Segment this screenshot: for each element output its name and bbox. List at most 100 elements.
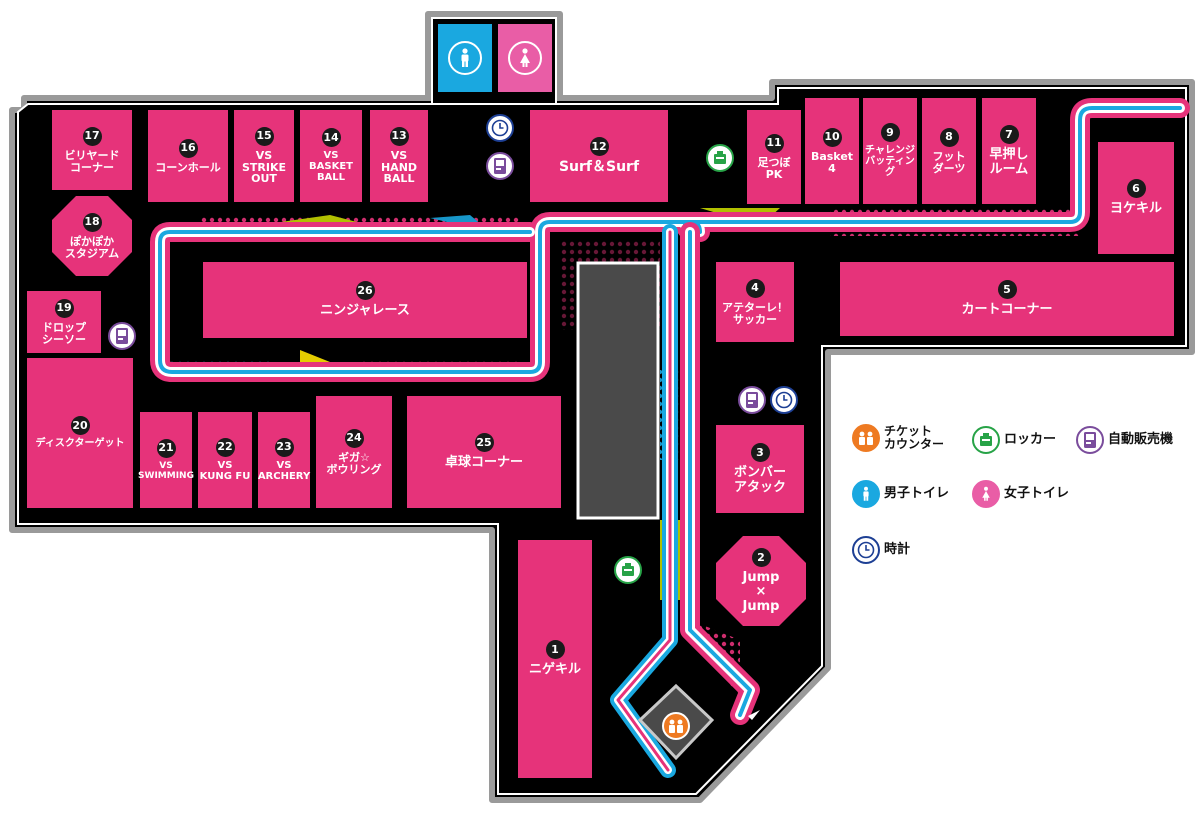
- zone-number: 5: [997, 280, 1017, 300]
- zone-3[interactable]: 3 ボンバー アタック: [716, 425, 804, 513]
- zone-number: 17: [82, 126, 102, 146]
- zone-15[interactable]: 15 VS STRIKE OUT: [234, 110, 294, 202]
- zone-label: コーンホール: [155, 160, 221, 174]
- zone-label: VS STRIKE OUT: [241, 148, 287, 186]
- zone-number: 14: [321, 128, 341, 148]
- legend-label: 女子トイレ: [1004, 485, 1070, 501]
- zone-label: アテターレ！ サッカー: [722, 300, 788, 326]
- zone-number: 9: [880, 123, 900, 143]
- male-restroom-icon: [852, 480, 880, 508]
- zone-number: 19: [54, 298, 74, 318]
- entrance-arrow: [748, 710, 760, 720]
- zone-number: 24: [344, 428, 364, 448]
- zone-26[interactable]: 26 ニンジャレース: [203, 262, 527, 338]
- zone-label: VS KUNG FU: [199, 459, 251, 482]
- racetrack: [150, 98, 1190, 778]
- zone-number: 1: [545, 640, 565, 660]
- zone-number: 22: [215, 437, 235, 457]
- zone-label: ぽかぽか スタジアム: [64, 234, 120, 260]
- zone-4[interactable]: 4 アテターレ！ サッカー: [716, 262, 794, 342]
- zone-label: 卓球コーナー: [444, 455, 523, 471]
- zone-14[interactable]: 14 VS BASKET BALL: [300, 110, 362, 202]
- zone-5[interactable]: 5 カートコーナー: [840, 262, 1174, 336]
- zone-20[interactable]: 20 ディスクターゲット: [27, 358, 133, 508]
- zone-label: VS HAND BALL: [380, 148, 418, 186]
- zone-label: チャレンジ バッティング: [865, 145, 915, 178]
- zone-10[interactable]: 10 Basket 4: [805, 98, 859, 204]
- zone-label: Jump × Jump: [742, 570, 780, 614]
- zone-22[interactable]: 22 VS KUNG FU: [198, 412, 252, 508]
- zone-number: 15: [254, 126, 274, 146]
- zone-13[interactable]: 13 VS HAND BALL: [370, 110, 428, 202]
- zone-number: 23: [274, 437, 294, 457]
- zone-21[interactable]: 21 VS SWIMMING: [138, 412, 194, 508]
- zone-1[interactable]: 1 ニゲキル: [518, 540, 592, 778]
- zone-16[interactable]: 16 コーンホール: [148, 110, 228, 202]
- ticket-counter-icon: [662, 712, 690, 740]
- zone-18[interactable]: 18 ぽかぽか スタジアム: [52, 196, 132, 276]
- zone-number: 12: [589, 136, 609, 156]
- zone-label: VS ARCHERY: [257, 459, 311, 482]
- vending-machine-icon: [1076, 426, 1104, 454]
- center-structure: [576, 261, 660, 520]
- legend-label: 男子トイレ: [884, 485, 950, 501]
- zone-number: 21: [156, 438, 176, 458]
- zone-24[interactable]: 24 ギガ☆ ボウリング: [316, 396, 392, 508]
- zone-8[interactable]: 8 フット ダーツ: [922, 98, 976, 204]
- zone-number: 8: [939, 127, 959, 147]
- zone-number: 2: [751, 548, 771, 568]
- clock-icon: [770, 386, 798, 414]
- zone-label: 早押し ルーム: [989, 147, 1029, 177]
- vending-machine-icon: [738, 386, 766, 414]
- zone-label: ドロップ シーソー: [42, 320, 86, 346]
- ticket-counter-icon: [852, 424, 880, 452]
- zone-number: 26: [355, 281, 375, 301]
- legend-locker: ロッカー: [972, 426, 1056, 454]
- zone-number: 7: [999, 125, 1019, 145]
- zone-23[interactable]: 23 VS ARCHERY: [258, 412, 310, 508]
- zone-number: 10: [822, 127, 842, 147]
- legend-label: 自動販売機: [1108, 431, 1174, 447]
- zone-number: 18: [82, 212, 102, 232]
- zone-number: 25: [474, 433, 494, 453]
- male-restroom-icon: [448, 41, 482, 75]
- zone-label: Surf＆Surf: [558, 158, 640, 175]
- female-restroom-icon: [972, 480, 1000, 508]
- female-restroom-icon: [508, 41, 542, 75]
- zone-number: 20: [70, 416, 90, 436]
- zone-label: 足つぼ PK: [757, 155, 791, 181]
- legend-ticket-counter: チケット カウンター: [852, 424, 944, 452]
- vending-machine-icon: [486, 152, 514, 180]
- zone-6[interactable]: 6 ヨケキル: [1098, 142, 1174, 254]
- zone-label: ギガ☆ ボウリング: [326, 450, 382, 476]
- zone-number: 11: [764, 133, 784, 153]
- restroom-female: [498, 24, 552, 92]
- locker-icon: [706, 144, 734, 172]
- zone-label: VS SWIMMING: [138, 460, 194, 481]
- zone-label: ディスクターゲット: [35, 438, 125, 450]
- zone-number: 3: [750, 443, 770, 463]
- legend-label: チケット カウンター: [884, 423, 945, 451]
- zone-label: カートコーナー: [961, 302, 1053, 318]
- zone-label: ヨケキル: [1109, 201, 1162, 217]
- restroom-male: [438, 24, 492, 92]
- legend-female-restroom: 女子トイレ: [972, 480, 1069, 508]
- zone-label: VS BASKET BALL: [309, 150, 353, 183]
- zone-12[interactable]: 12 Surf＆Surf: [530, 110, 668, 202]
- zone-label: ニンジャレース: [320, 303, 410, 319]
- zone-number: 6: [1126, 179, 1146, 199]
- zone-25[interactable]: 25 卓球コーナー: [407, 396, 561, 508]
- zone-9[interactable]: 9 チャレンジ バッティング: [863, 98, 917, 204]
- zone-label: フット ダーツ: [932, 149, 966, 175]
- zone-2[interactable]: 2 Jump × Jump: [716, 536, 806, 626]
- zone-7[interactable]: 7 早押し ルーム: [982, 98, 1036, 204]
- zone-11[interactable]: 11 足つぼ PK: [747, 110, 801, 204]
- legend-clock: 時計: [852, 536, 910, 564]
- zone-17[interactable]: 17 ビリヤード コーナー: [52, 110, 132, 190]
- zone-label: ビリヤード コーナー: [64, 148, 120, 174]
- legend-label: ロッカー: [1004, 431, 1057, 447]
- zone-number: 13: [389, 126, 409, 146]
- zone-19[interactable]: 19 ドロップ シーソー: [27, 291, 101, 353]
- zone-label: ボンバー アタック: [733, 465, 786, 495]
